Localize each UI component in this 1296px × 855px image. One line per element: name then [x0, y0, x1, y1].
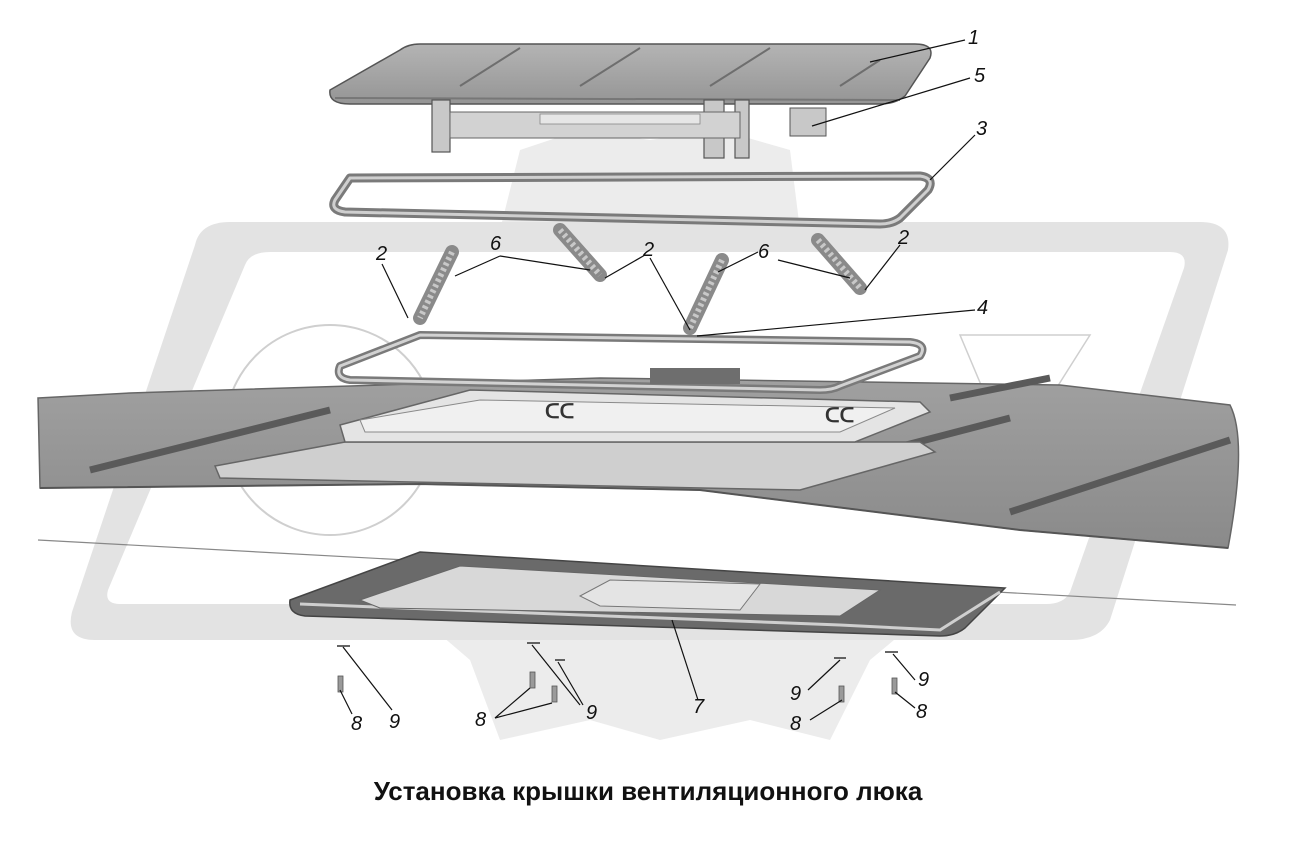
- callout-9-right: 9: [790, 683, 801, 705]
- callout-4: 4: [977, 297, 988, 319]
- spring-1: [413, 245, 459, 325]
- callout-labels: 1 5 3 2 6 2 6 2 4 7 8 9 8 9 9 8 9 8: [351, 27, 988, 735]
- callout-1: 1: [968, 27, 979, 49]
- part-7-interior-trim: [289, 551, 1007, 637]
- callout-9-far-left: 9: [389, 711, 400, 733]
- callout-7: 7: [693, 696, 705, 718]
- callout-2-center: 2: [642, 239, 654, 261]
- part-1-hatch-lid: [329, 43, 932, 159]
- diagram-caption: Установка крышки вентиляционного люка: [373, 776, 923, 806]
- spring-3: [683, 253, 729, 335]
- callout-8-left: 8: [475, 709, 486, 731]
- part-3-seal-frame: [329, 171, 935, 229]
- callout-3: 3: [976, 118, 987, 140]
- callout-2-left: 2: [375, 243, 387, 265]
- callout-8-far-right: 8: [916, 701, 927, 723]
- callout-5: 5: [974, 65, 986, 87]
- svg-text:ᑕᑕ: ᑕᑕ: [545, 401, 574, 423]
- callout-8-right: 8: [790, 713, 801, 735]
- callout-9-left: 9: [586, 702, 597, 724]
- part-4-seal-frame: [334, 331, 927, 394]
- callout-6-left: 6: [490, 233, 502, 255]
- svg-text:ᑕᑕ: ᑕᑕ: [825, 405, 854, 427]
- clips-and-screws: [337, 642, 898, 703]
- callout-8-far-left: 8: [351, 713, 362, 735]
- callout-6-right: 6: [758, 241, 770, 263]
- spring-2: [553, 223, 607, 282]
- leader-lines: [339, 39, 976, 721]
- roof-opening-frame: ᑕᑕ ᑕᑕ: [213, 389, 937, 491]
- springs-and-pins: [413, 223, 867, 335]
- callout-2-right: 2: [897, 227, 909, 249]
- spring-4: [811, 233, 867, 295]
- callout-9-far-right: 9: [918, 669, 929, 691]
